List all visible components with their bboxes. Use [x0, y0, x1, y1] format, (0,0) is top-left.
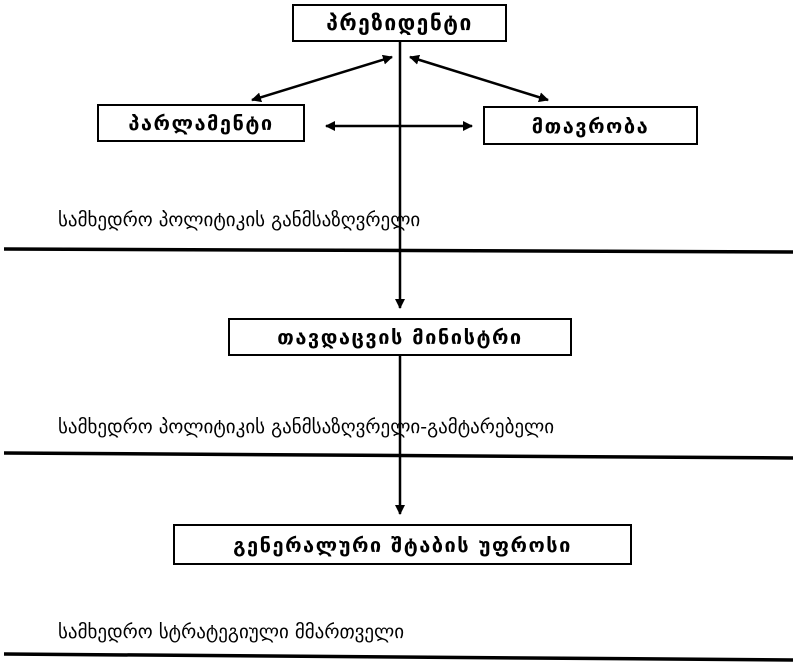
chief-of-staff-label: გენერალური შტაბის უფროსი: [233, 532, 572, 557]
defense-minister-label: თავდაცვის მინისტრი: [277, 325, 523, 349]
arrow-president-parliament: [251, 54, 393, 103]
president-node: პრეზიდენტი: [292, 4, 507, 42]
government-label: მთავრობა: [531, 113, 650, 138]
level-divider-2: [3, 451, 794, 460]
level-caption-strategic-manager: სამხედრო სტრატეგიული მმართველი: [58, 621, 405, 643]
parliament-node: პარლამენტი: [97, 104, 305, 142]
president-label: პრეზიდენტი: [326, 10, 473, 35]
level-caption-policy-definer: სამხედრო პოლიტიკის განმსაზღვრელი: [58, 209, 421, 231]
government-node: მთავრობა: [483, 106, 698, 145]
level-divider-3: [3, 652, 794, 662]
arrow-president-government: [409, 54, 549, 103]
level-caption-policy-definer-implementer: სამხედრო პოლიტიკის განმსაზღვრელი-გამტარე…: [58, 416, 555, 438]
chief-of-staff-node: გენერალური შტაბის უფროსი: [173, 524, 632, 565]
level-divider-1: [3, 247, 794, 254]
defense-minister-node: თავდაცვის მინისტრი: [228, 318, 572, 356]
parliament-label: პარლამენტი: [128, 111, 274, 135]
